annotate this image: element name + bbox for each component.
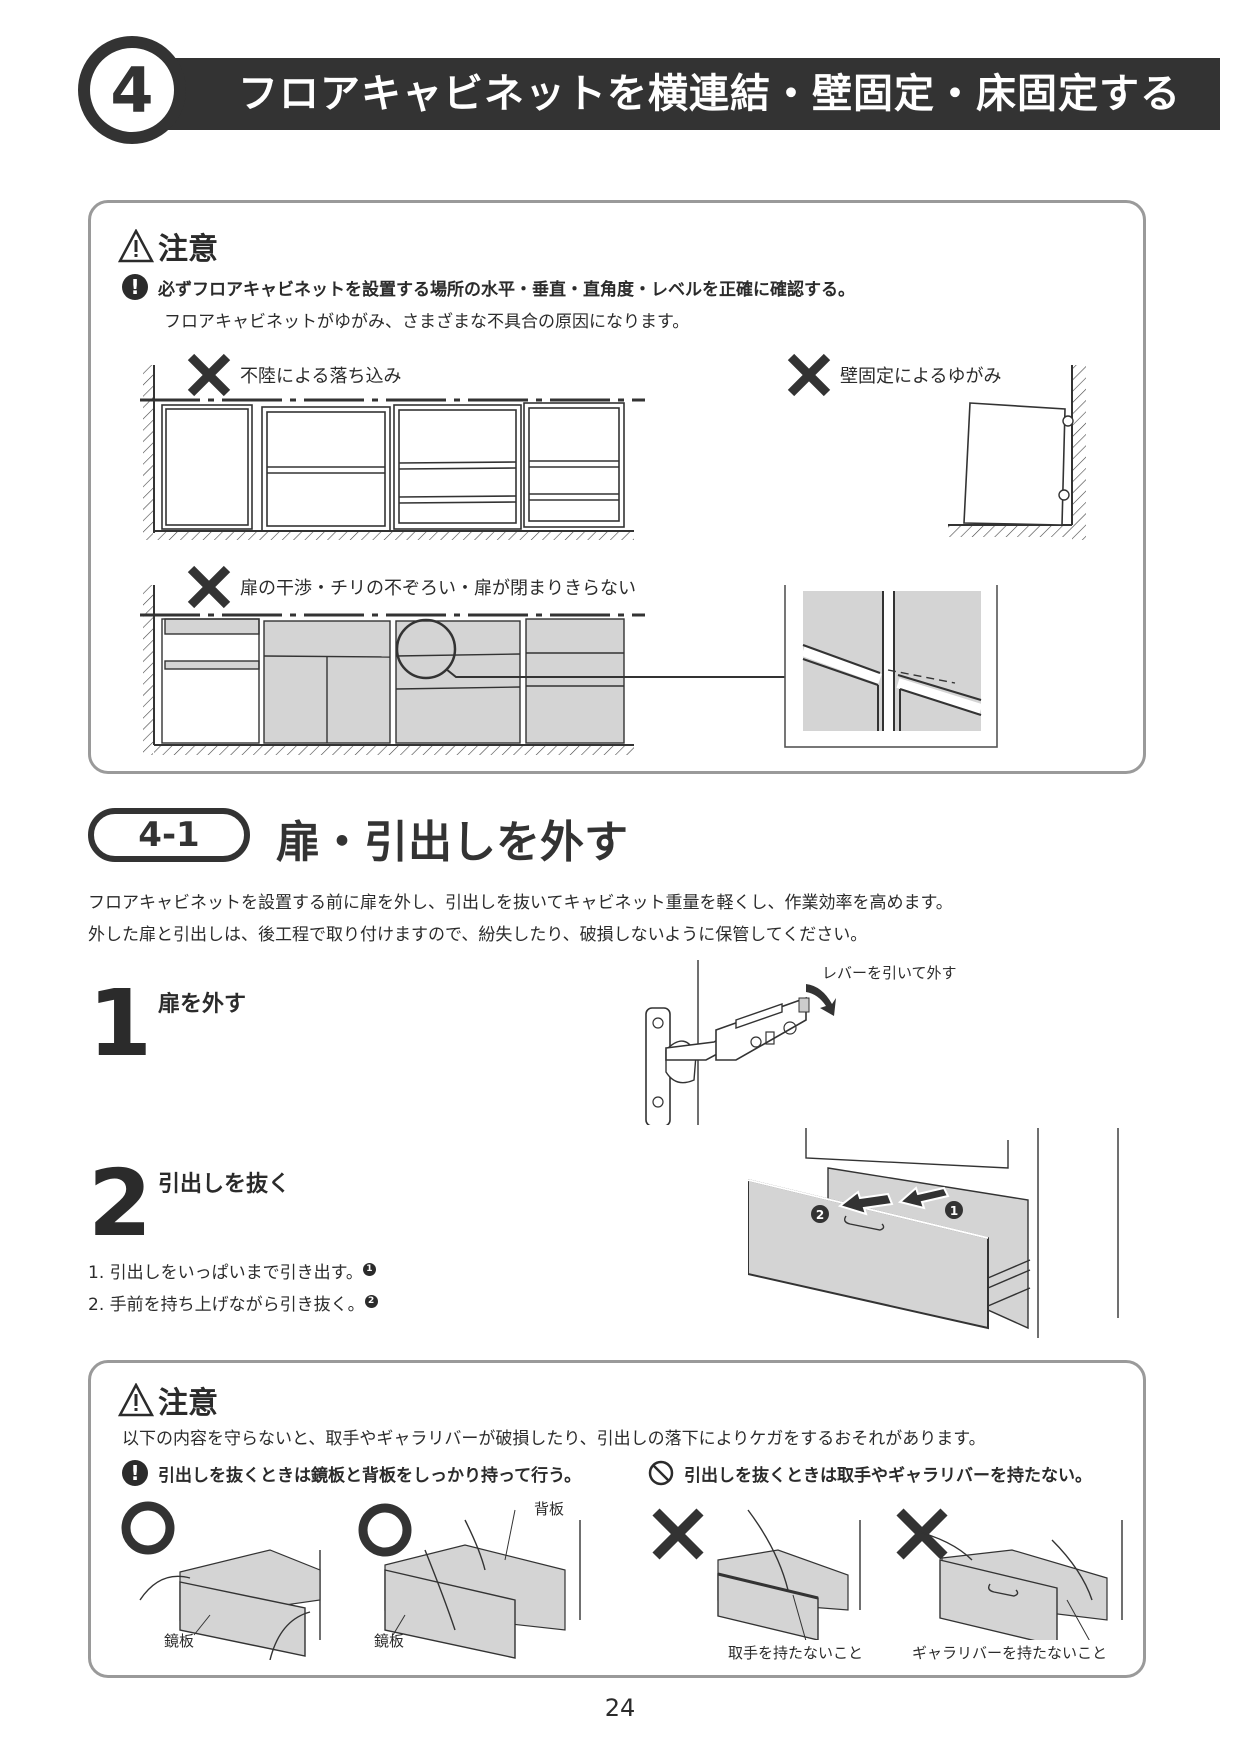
label-front-panel: 鏡板 <box>164 1632 195 1650</box>
caution-heading: 注意 <box>118 224 218 268</box>
step-2-item-2: 2. 手前を持ち上げながら引き抜く。2 <box>88 1290 378 1315</box>
x-mark-icon <box>787 353 831 397</box>
caution-title-text: 注意 <box>158 232 218 267</box>
step-2-number: 2 <box>88 1150 153 1257</box>
svg-text:1: 1 <box>950 1204 958 1218</box>
step-1-number: 1 <box>88 970 153 1077</box>
section-header-bar <box>150 58 1220 130</box>
step-2-title: 引出しを抜く <box>158 1172 291 1197</box>
step-1-title: 扉を外す <box>158 992 247 1017</box>
lever-callout: レバーを引いて外す <box>822 964 957 982</box>
diagram-label-uneven-floor: 不陸による落ち込み <box>186 352 401 398</box>
caution-instruction: ! 必ずフロアキャビネットを設置する場所の水平・垂直・直角度・レベルを正確に確認… <box>122 274 855 300</box>
section-number-badge: 4 <box>78 36 186 144</box>
subsection-number-badge: 4-1 <box>88 808 250 862</box>
label-back-panel: 背板 <box>534 1500 565 1518</box>
svg-text:2: 2 <box>816 1208 824 1222</box>
diagram-label-door-interference: 扉の干渉・チリの不ぞろい・扉が閉まりきらない <box>186 564 636 610</box>
wall-distortion-diagram <box>948 365 1086 540</box>
prohibited-icon <box>648 1460 674 1486</box>
label-no-gallery-bar: ギャラリバーを持たないこと <box>912 1644 1108 1662</box>
intro-line-1: フロアキャビネットを設置する前に扉を外し、引出しを抜いてキャビネット重量を軽くし… <box>88 893 953 913</box>
caution-2-note: 以下の内容を守らないと、取手やギャラリバーが破損したり、引出しの落下によりケガを… <box>122 1429 986 1449</box>
warning-triangle-icon <box>118 1383 154 1417</box>
dont-instruction: 引出しを抜くときは取手やギャラリバーを持たない。 <box>648 1460 1092 1486</box>
caution-heading-2: 注意 <box>118 1378 218 1422</box>
subsection-title: 扉・引出しを外す <box>276 817 628 868</box>
x-mark-icon <box>187 353 231 397</box>
drawer-removal-illustration: 2 1 <box>748 1128 1119 1338</box>
ng-figure-gallery-bar <box>896 1508 1123 1640</box>
badge-2-icon: 2 <box>364 1294 378 1308</box>
do-instruction: ! 引出しを抜くときは鏡板と背板をしっかり持って行う。 <box>122 1460 581 1486</box>
label-front-panel-2: 鏡板 <box>374 1632 405 1650</box>
badge-1-icon: 1 <box>362 1262 376 1276</box>
step-2-item-1: 1. 引出しをいっぱいまで引き出す。1 <box>88 1258 376 1283</box>
caution-note: フロアキャビネットがゆがみ、さまざまな不具合の原因になります。 <box>164 312 690 332</box>
ok-figure-hold-front-panel <box>121 1501 321 1660</box>
section-title: フロアキャビネットを横連結・壁固定・床固定する <box>238 71 1181 117</box>
diagram-label-wall-distortion: 壁固定によるゆがみ <box>786 352 1001 398</box>
x-mark-icon <box>187 565 231 609</box>
exclamation-icon: ! <box>122 1460 148 1486</box>
ok-figure-hold-front-and-back <box>358 1503 581 1659</box>
intro-line-2: 外した扉と引出しは、後工程で取り付けますので、紛失したり、破損しないように保管し… <box>88 925 868 945</box>
exclamation-icon: ! <box>122 274 148 300</box>
page-number: 24 <box>604 1694 636 1722</box>
instruction-text: 必ずフロアキャビネットを設置する場所の水平・垂直・直角度・レベルを正確に確認する… <box>158 279 855 300</box>
warning-triangle-icon <box>118 229 154 263</box>
caution-title-text: 注意 <box>158 1386 218 1421</box>
section-number: 4 <box>110 53 154 127</box>
ng-figure-handle <box>652 1508 861 1640</box>
door-interference-diagram <box>140 585 998 755</box>
uneven-floor-cabinet-diagram <box>140 365 645 540</box>
label-no-handle: 取手を持たないこと <box>728 1644 864 1662</box>
hinge-illustration <box>645 960 836 1125</box>
